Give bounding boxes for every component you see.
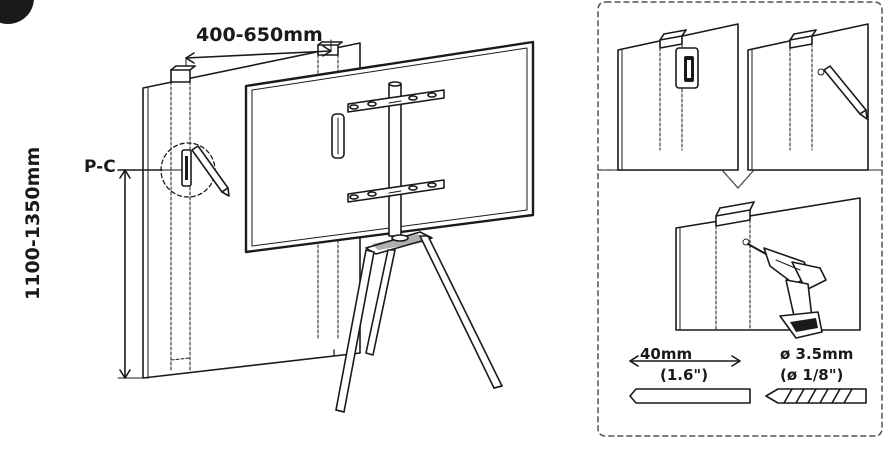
drill-diameter-label: ø 3.5mm [780,345,854,363]
power-drill-icon [747,243,827,339]
detail-drill-view [675,197,861,339]
drill-depth-dimension [629,355,741,367]
width-range-label: 400-650mm [196,24,323,46]
pencil-icon [191,145,230,197]
drill-diameter-inch-label: (ø 1/8") [780,366,844,384]
lower-rail [347,179,445,203]
detail-mark-view [747,23,869,171]
width-dimension [185,39,332,67]
drill-depth-inch-label: (1.6") [660,366,709,384]
pencil-icon [823,65,868,120]
upper-rail [347,89,445,113]
tv-mount [331,81,445,237]
bracket-callout [117,142,230,198]
step-number-badge [0,0,34,24]
bracket-label: P-C [84,157,116,177]
left-stud [170,65,196,373]
drill-bit-icon [765,388,867,404]
height-range-label: 1100-1350mm [22,146,44,300]
drill-depth-label: 40mm [640,345,693,363]
tripod-stand [333,231,503,413]
detail-bracket-view [617,23,739,171]
drill-bit-length-icon [629,388,751,404]
